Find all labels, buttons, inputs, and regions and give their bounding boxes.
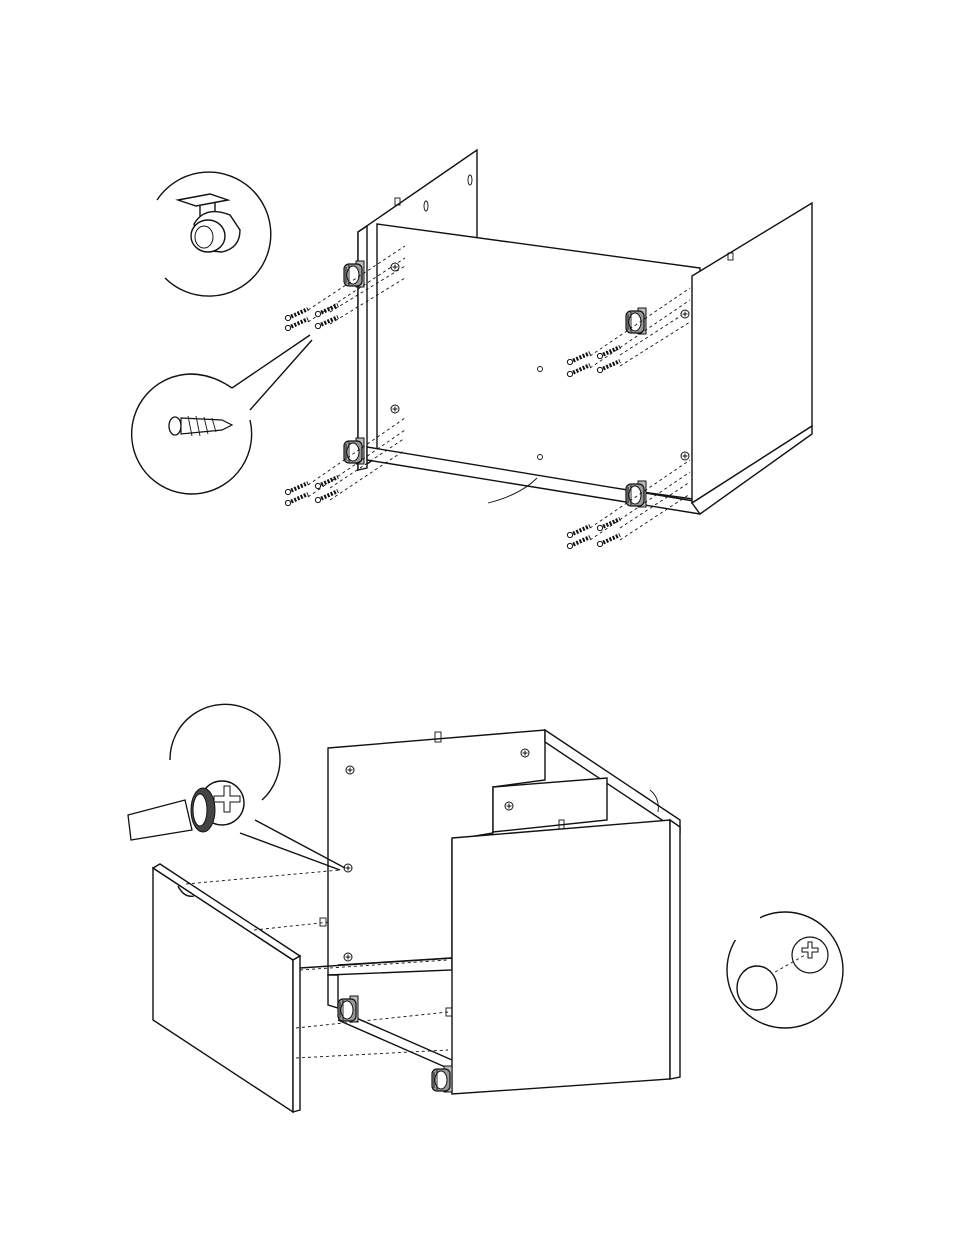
step-drawer-front — [128, 704, 843, 1112]
right-side-panel — [692, 203, 812, 514]
screwdriver-icon — [128, 800, 192, 840]
screw-detail-callout — [132, 335, 312, 494]
caster-wheel-icon — [344, 438, 364, 464]
front-side-panel — [452, 820, 680, 1094]
caster-wheel-icon — [626, 481, 646, 507]
cap-cover-detail-callout — [720, 900, 843, 1028]
inner-panel — [493, 778, 607, 832]
caster-wheel-icon — [626, 308, 646, 334]
drawer-front — [153, 864, 300, 1112]
caster-detail-callout — [157, 172, 271, 296]
cap-cover-icon — [737, 966, 777, 1010]
step-casters — [132, 150, 812, 549]
caster-wheel-icon — [432, 1066, 452, 1092]
caster-wheel-icon — [344, 261, 364, 287]
caster-wheel-icon — [338, 996, 358, 1022]
screwdriver-detail-callout — [128, 704, 345, 870]
